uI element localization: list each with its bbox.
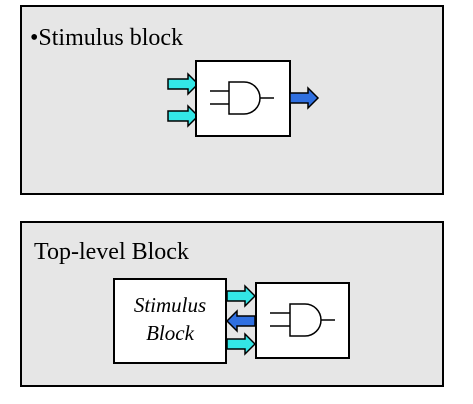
panel-title: •Stimulus block: [30, 25, 184, 51]
arrow-right-top-icon: [226, 284, 257, 308]
top-level-diagram: Stimulus Block: [113, 278, 350, 364]
and-gate-icon: [210, 81, 274, 115]
gate-box: [255, 282, 350, 359]
top-level-block-panel: Top-level Block Stimulus Block: [20, 221, 444, 387]
stimulus-label-line2: Block: [146, 321, 194, 345]
stimulus-diagram: [167, 60, 320, 137]
stimulus-label-line1: Stimulus: [134, 293, 206, 317]
input-arrow-top: [167, 72, 200, 96]
arrow-left-middle-icon: [225, 309, 256, 333]
and-gate-icon: [270, 303, 335, 337]
arrow-right-bottom-icon: [226, 332, 257, 356]
input-arrow-bottom: [167, 104, 200, 128]
panel-title: Top-level Block: [34, 239, 189, 265]
output-arrow: [289, 86, 320, 110]
gate-box: [195, 60, 291, 137]
stimulus-block-panel: •Stimulus block: [20, 5, 444, 195]
